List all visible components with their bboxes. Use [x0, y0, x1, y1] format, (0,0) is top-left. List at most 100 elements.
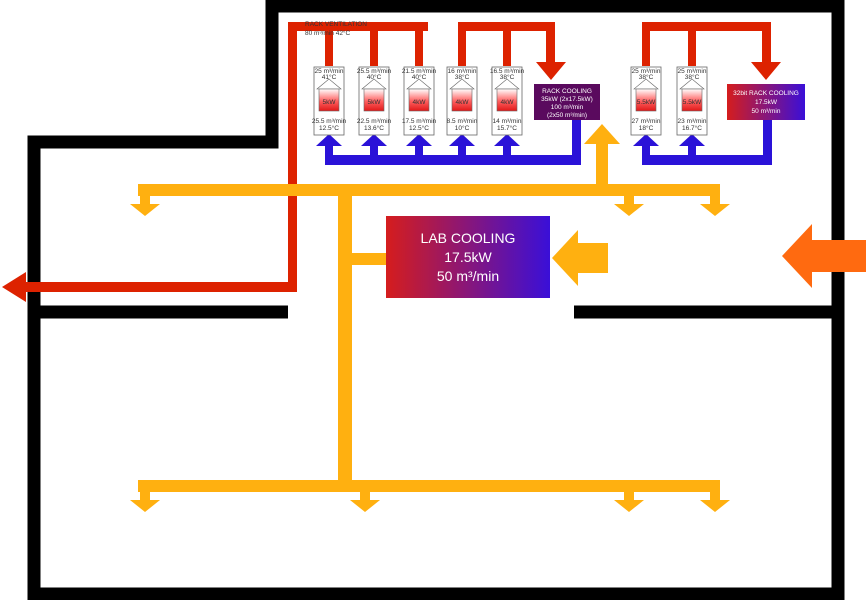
rack-bottom-temp: 15.7°C: [497, 124, 517, 132]
supply-main-trunk: [338, 190, 352, 490]
rack-top-flow: 21.5 m³/min: [402, 68, 437, 75]
rack-heat-block: [318, 88, 340, 112]
rack-heat-block: [451, 88, 473, 112]
supply-down-arrowhead: [614, 204, 644, 216]
return-arrowhead: [494, 134, 520, 146]
rack-bottom-flow: 23 m³/min: [678, 118, 707, 125]
rack-cooling-2-header: [642, 22, 770, 31]
rack-bottom-flow: 22.5 m³/min: [357, 118, 392, 125]
supply-drop: [140, 190, 150, 204]
supply-down-arrowhead: [700, 204, 730, 216]
rack-heat-block: [496, 88, 518, 112]
supply-upper-header: [138, 184, 720, 196]
rack-cooling-2-line-2: 17.5kW: [755, 99, 778, 106]
lab-inbound-body: [578, 243, 608, 273]
return-stub: [503, 145, 511, 160]
rack-bottom-flow: 27 m³/min: [632, 118, 661, 125]
rack-power: 4kW: [456, 99, 470, 106]
rack-top-flow: 25 m³/min: [315, 68, 344, 75]
rack-bottom-flow: 17.5 m³/min: [402, 118, 437, 125]
return-up-2: [763, 120, 772, 165]
rack-power: 5.5kW: [683, 99, 702, 106]
rack-top-temp: 38°C: [685, 73, 700, 81]
rack-cooling-1-box: [534, 84, 600, 120]
riser: [458, 22, 466, 66]
rack-bottom-flow: 25.5 m³/min: [312, 118, 347, 125]
rack-cooling-2-line-1: 32bit RACK COOLING: [733, 90, 799, 97]
rack-power: 5kW: [368, 99, 382, 106]
lab-cooling-power: 17.5kW: [444, 249, 492, 265]
supply-drop: [624, 190, 634, 204]
walls: [27, 0, 845, 600]
return-header-2: [642, 155, 772, 165]
rack-top-temp: 38°C: [639, 73, 654, 81]
rack-top-temp: 40°C: [412, 73, 427, 81]
upper-room-wall: [27, 0, 805, 600]
rack-top-flow: 25 m³/min: [632, 68, 661, 75]
lab-inbound-arrowhead: [552, 230, 578, 286]
return-up-1: [572, 120, 581, 165]
supply-down-arrowhead: [130, 500, 160, 512]
lab-cooling-unit: LAB COOLING 17.5kW 50 m³/min: [386, 216, 550, 298]
rack-bottom-temp: 12.5°C: [319, 124, 339, 132]
intake-arrowhead: [782, 224, 812, 288]
supply-down-arrowhead: [130, 204, 160, 216]
rack-ventilation-sub: 80 m³/min 42°C: [305, 29, 351, 37]
supply-drop: [710, 486, 720, 500]
return-stub: [688, 145, 696, 160]
riser: [325, 22, 333, 66]
rack-cooling-1-header: [458, 22, 554, 31]
lab-cooling-title: LAB COOLING: [421, 230, 516, 246]
lab-cooling-box: [386, 216, 550, 298]
riser: [415, 22, 423, 66]
rack-power: 4kW: [413, 99, 427, 106]
supply-drop: [140, 486, 150, 500]
rack-cooling-2-arrowhead: [751, 62, 781, 80]
rack-top-flow: 25.5 m³/min: [357, 68, 392, 75]
return-stub: [370, 145, 378, 160]
hot-air-ducts: [2, 22, 781, 302]
return-air-ducts: [316, 120, 772, 165]
riser: [503, 22, 511, 66]
rack-bottom-temp: 16.7°C: [682, 124, 702, 132]
rack-top-temp: 38°C: [455, 73, 470, 81]
rack-cooling-1-down: [546, 22, 555, 62]
supply-down-arrowhead: [614, 500, 644, 512]
supply-drop: [360, 486, 370, 500]
supply-drop: [710, 190, 720, 204]
supply-drop: [624, 486, 634, 500]
rack-top-temp: 40°C: [367, 73, 382, 81]
return-arrowhead: [633, 134, 659, 146]
exhaust-horizontal: [26, 282, 297, 292]
rack-heat-block: [408, 88, 430, 112]
rack-top-temp: 38°C: [500, 73, 515, 81]
rack-cooling-unit-2: 32bit RACK COOLING 17.5kW 50 m³/min: [727, 84, 805, 120]
rack-bottom-temp: 18°C: [639, 124, 654, 132]
rack-cooling-1-arrowhead: [536, 62, 566, 80]
rack-heat-block: [681, 88, 703, 112]
riser: [642, 22, 650, 66]
rack-cooling-1-line-3: 100 m³/min: [551, 104, 584, 111]
rack-power: 5kW: [323, 99, 337, 106]
rack-cooling-2-box: [727, 84, 805, 120]
return-stub: [458, 145, 466, 160]
return-header-1: [325, 155, 581, 165]
supply-riser: [596, 142, 608, 188]
riser: [688, 22, 696, 66]
rack-top-flow: 16.5 m³/min: [490, 68, 525, 75]
rack-top-temp: 41°C: [322, 73, 337, 81]
return-arrowhead: [316, 134, 342, 146]
rack-cooling-2-line-3: 50 m³/min: [752, 108, 781, 115]
rack-bottom-temp: 10°C: [455, 124, 470, 132]
riser: [370, 22, 378, 66]
rack-cooling-unit-1: RACK COOLING 35kW (2x17.5kW) 100 m³/min …: [534, 84, 600, 120]
rack-bottom-flow: 14 m³/min: [493, 118, 522, 125]
return-arrowhead: [361, 134, 387, 146]
rack-cooling-1-line-2: 35kW (2x17.5kW): [541, 96, 593, 103]
supply-stub-to-lab: [350, 253, 390, 265]
